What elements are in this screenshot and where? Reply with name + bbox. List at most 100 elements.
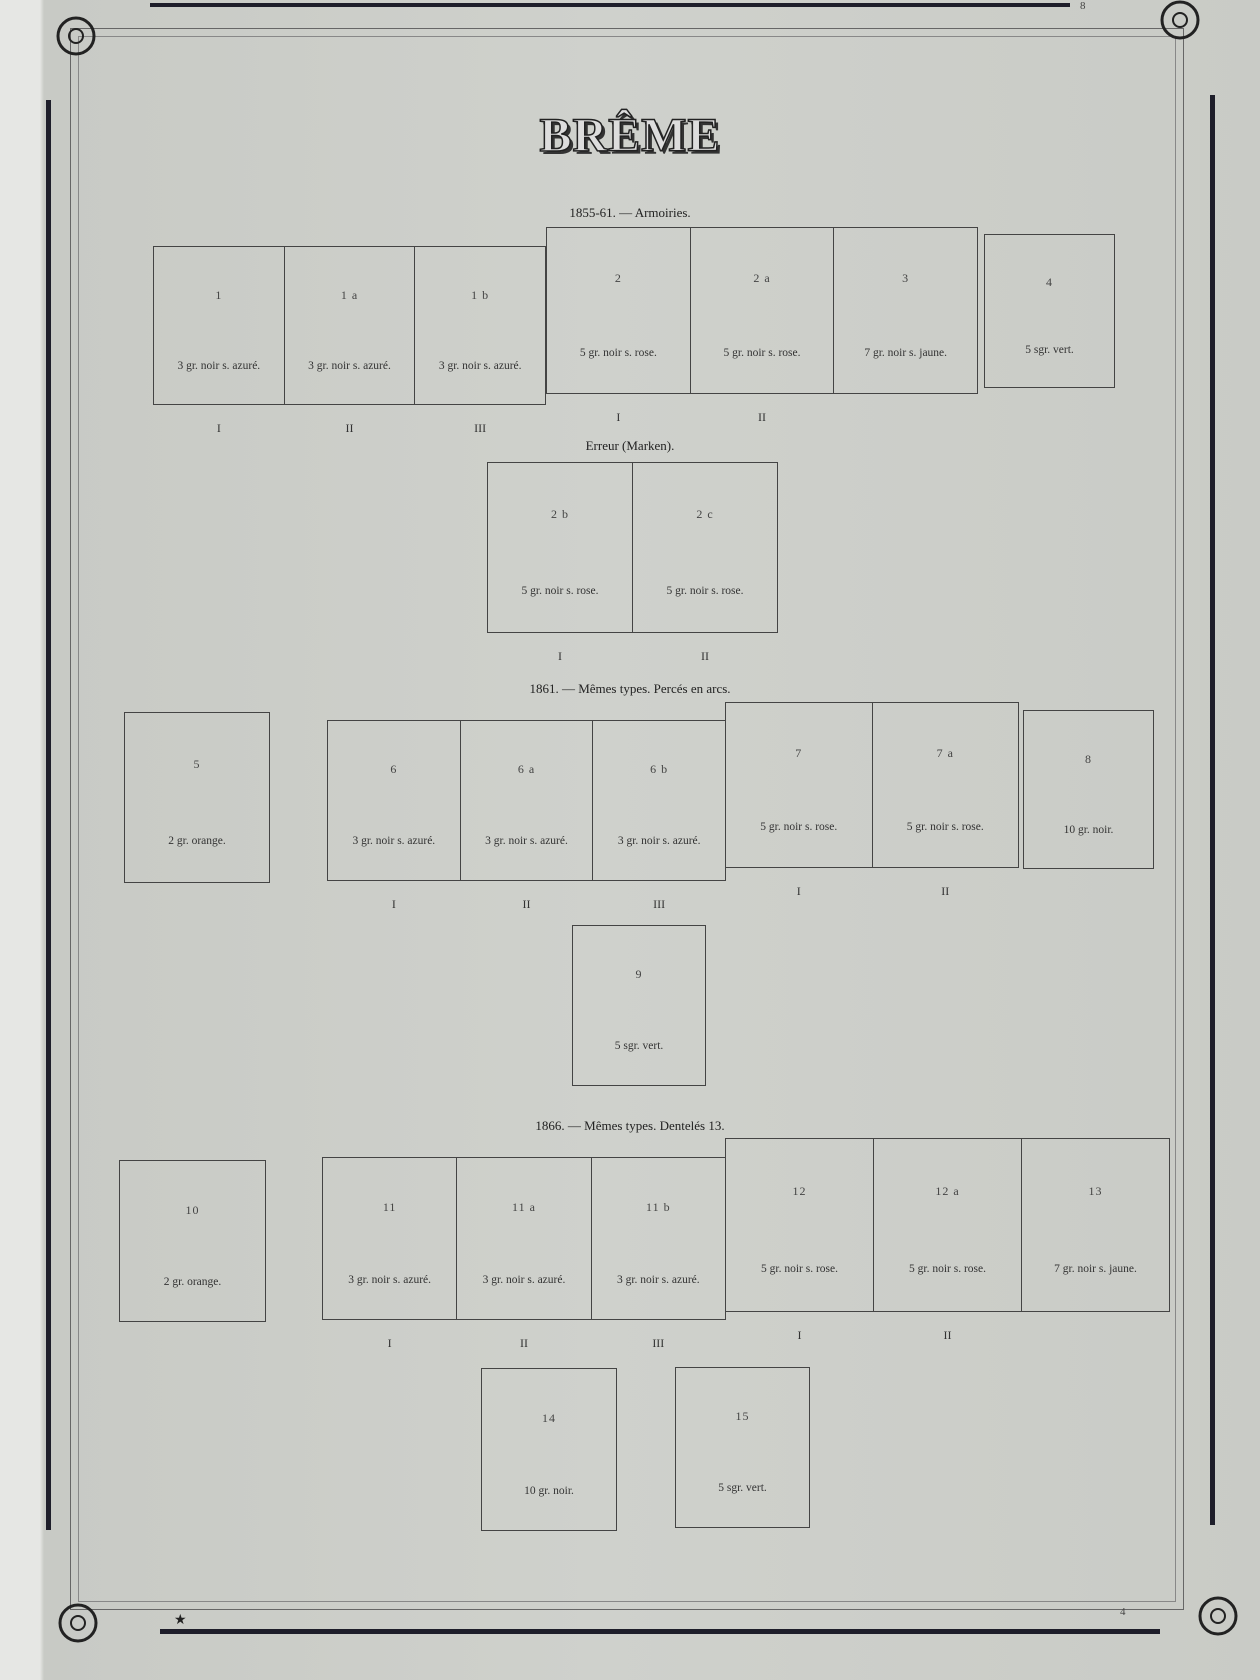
stamp-description: 5 gr. noir s. rose.: [666, 584, 744, 597]
stamp-number: 2 b: [551, 506, 569, 521]
type-label: I: [796, 884, 801, 898]
type-label: I: [558, 649, 562, 663]
stamp-description: 5 gr. noir s. rose.: [906, 821, 984, 834]
stamp-group: 10 2 gr. orange.: [119, 1160, 266, 1322]
stamp-description: 7 gr. noir s. jaune.: [1054, 1262, 1137, 1275]
stamp-description: 3 gr. noir s. azuré.: [482, 1273, 566, 1286]
stamp-number: 6: [390, 762, 398, 777]
frame-right-line: [1210, 95, 1215, 1525]
stamp-space[interactable]: 14 10 gr. noir.: [482, 1369, 616, 1530]
stamp-number: 12: [792, 1183, 807, 1198]
type-label: II: [345, 421, 354, 435]
stamp-space[interactable]: 13 7 gr. noir s. jaune.: [1022, 1139, 1169, 1311]
stamp-description: 10 gr. noir.: [524, 1484, 574, 1497]
page-number: 8: [1080, 0, 1086, 12]
stamp-number: 14: [542, 1410, 556, 1425]
stamp-description: 3 gr. noir s. azuré.: [485, 835, 568, 848]
ornament-corner-icon: [1160, 0, 1200, 40]
stamp-space[interactable]: 10 2 gr. orange.: [120, 1161, 265, 1321]
section-heading: 1855-61. — Armoiries.: [569, 205, 691, 220]
stamp-number: 4: [1046, 274, 1053, 289]
stamp-number: 2: [614, 270, 622, 285]
stamp-description: 2 gr. orange.: [163, 1276, 222, 1289]
stamp-description: 5 gr. noir s. rose.: [761, 1262, 838, 1275]
stamp-description: 5 gr. noir s. rose.: [909, 1262, 986, 1275]
stamp-description: 3 gr. noir s. azuré.: [438, 360, 522, 373]
stamp-space[interactable]: 2 a 5 gr. noir s. rose. II: [691, 228, 835, 424]
ornament-corner-icon: [58, 1603, 98, 1643]
type-label: II: [522, 897, 531, 911]
stamp-number: 1 b: [471, 287, 490, 302]
footer-mark: 4: [1120, 1606, 1126, 1618]
stamp-space[interactable]: 9 5 sgr. vert.: [573, 926, 705, 1085]
stamp-description: 3 gr. noir s. azuré.: [616, 1273, 700, 1286]
section-heading: 1866. — Mêmes types. Dentelés 13.: [535, 1118, 725, 1133]
stamp-number: 6 a: [517, 762, 536, 777]
stamp-group: 4 5 sgr. vert.: [984, 234, 1115, 388]
section-heading: Erreur (Marken).: [585, 438, 675, 453]
stamp-number: 10: [185, 1202, 200, 1217]
type-label: III: [652, 1336, 665, 1350]
stamp-description: 5 gr. noir s. rose.: [579, 346, 657, 359]
stamp-description: 5 sgr. vert.: [1025, 344, 1074, 357]
stamp-number: 11: [382, 1199, 397, 1214]
stamp-number: 9: [635, 967, 643, 982]
stamp-space[interactable]: 12 5 gr. noir s. rose. I: [726, 1139, 874, 1342]
stamp-group: 9 5 sgr. vert.: [572, 925, 706, 1086]
stamp-description: 2 gr. orange.: [168, 834, 226, 847]
stamp-space[interactable]: 6 a 3 gr. noir s. azuré. II: [461, 721, 594, 911]
stamp-description: 3 gr. noir s. azuré.: [348, 1273, 432, 1286]
ornament-corner-icon: [56, 16, 96, 56]
footer-star: ★: [174, 1613, 187, 1628]
stamp-space[interactable]: 2 5 gr. noir s. rose. I: [547, 228, 691, 424]
stamp-space[interactable]: 1 b 3 gr. noir s. azuré. III: [415, 247, 545, 435]
type-label: III: [474, 421, 487, 435]
stamp-space[interactable]: 5 2 gr. orange.: [125, 713, 269, 882]
stamp-space[interactable]: 4 5 sgr. vert.: [985, 235, 1114, 387]
type-label: II: [758, 410, 766, 424]
stamp-description: 7 gr. noir s. jaune.: [864, 346, 948, 359]
type-label: I: [797, 1328, 802, 1342]
stamp-group: 14 10 gr. noir.: [481, 1368, 617, 1531]
stamp-number: 1: [215, 287, 223, 302]
stamp-number: 13: [1088, 1183, 1103, 1198]
stamp-description: 3 gr. noir s. azuré.: [617, 835, 701, 848]
frame-inner-border-2: [78, 36, 1176, 1602]
frame-bottom-line: [160, 1629, 1160, 1634]
stamp-description: 5 sgr. vert.: [614, 1040, 664, 1053]
stamp-number: 7: [795, 745, 803, 760]
frame-inner-border: [70, 28, 1184, 1610]
stamp-description: 5 gr. noir s. rose.: [723, 346, 801, 359]
stamp-space[interactable]: 11 3 gr. noir s. azuré. I: [323, 1158, 458, 1350]
type-label: II: [943, 1328, 952, 1342]
type-label: I: [616, 410, 621, 424]
page-title: BRÊME: [539, 108, 721, 163]
type-label: I: [391, 897, 396, 911]
type-label: I: [387, 1336, 392, 1350]
stamp-number: 5: [193, 756, 201, 771]
section-heading: 1861. — Mêmes types. Percés en arcs.: [529, 681, 731, 696]
stamp-description: 5 sgr. vert.: [718, 1482, 767, 1495]
stamp-number: 2 a: [753, 270, 771, 285]
stamp-number: 7 a: [936, 745, 954, 760]
stamp-description: 3 gr. noir s. azuré.: [177, 360, 261, 373]
